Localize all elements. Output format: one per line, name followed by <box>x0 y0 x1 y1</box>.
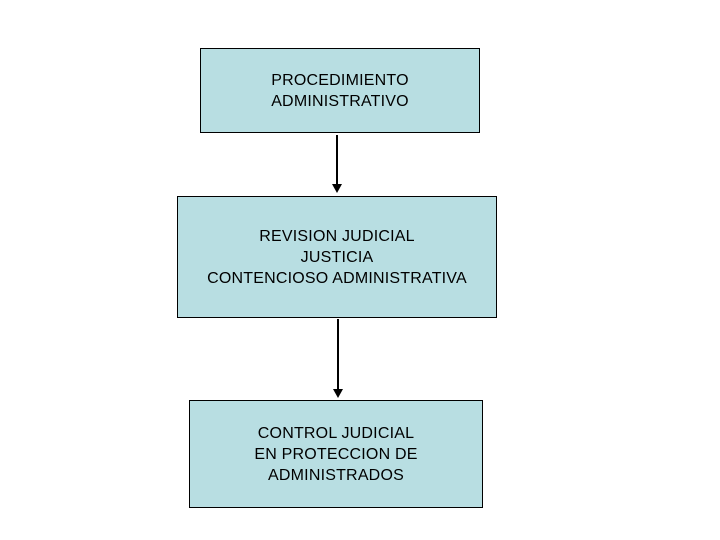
arrow-down-icon <box>332 135 342 193</box>
arrow-down-icon <box>333 319 343 398</box>
arrow-shaft <box>336 135 338 185</box>
arrow-shaft <box>337 319 339 390</box>
flowchart-node-procedimiento-administrativo: PROCEDIMIENTO ADMINISTRATIVO <box>200 48 480 133</box>
flowchart-node-revision-judicial: REVISION JUDICIAL JUSTICIA CONTENCIOSO A… <box>177 196 497 318</box>
flowchart-node-control-judicial: CONTROL JUDICIAL EN PROTECCION DE ADMINI… <box>189 400 483 508</box>
arrow-head <box>332 184 342 193</box>
arrow-head <box>333 389 343 398</box>
